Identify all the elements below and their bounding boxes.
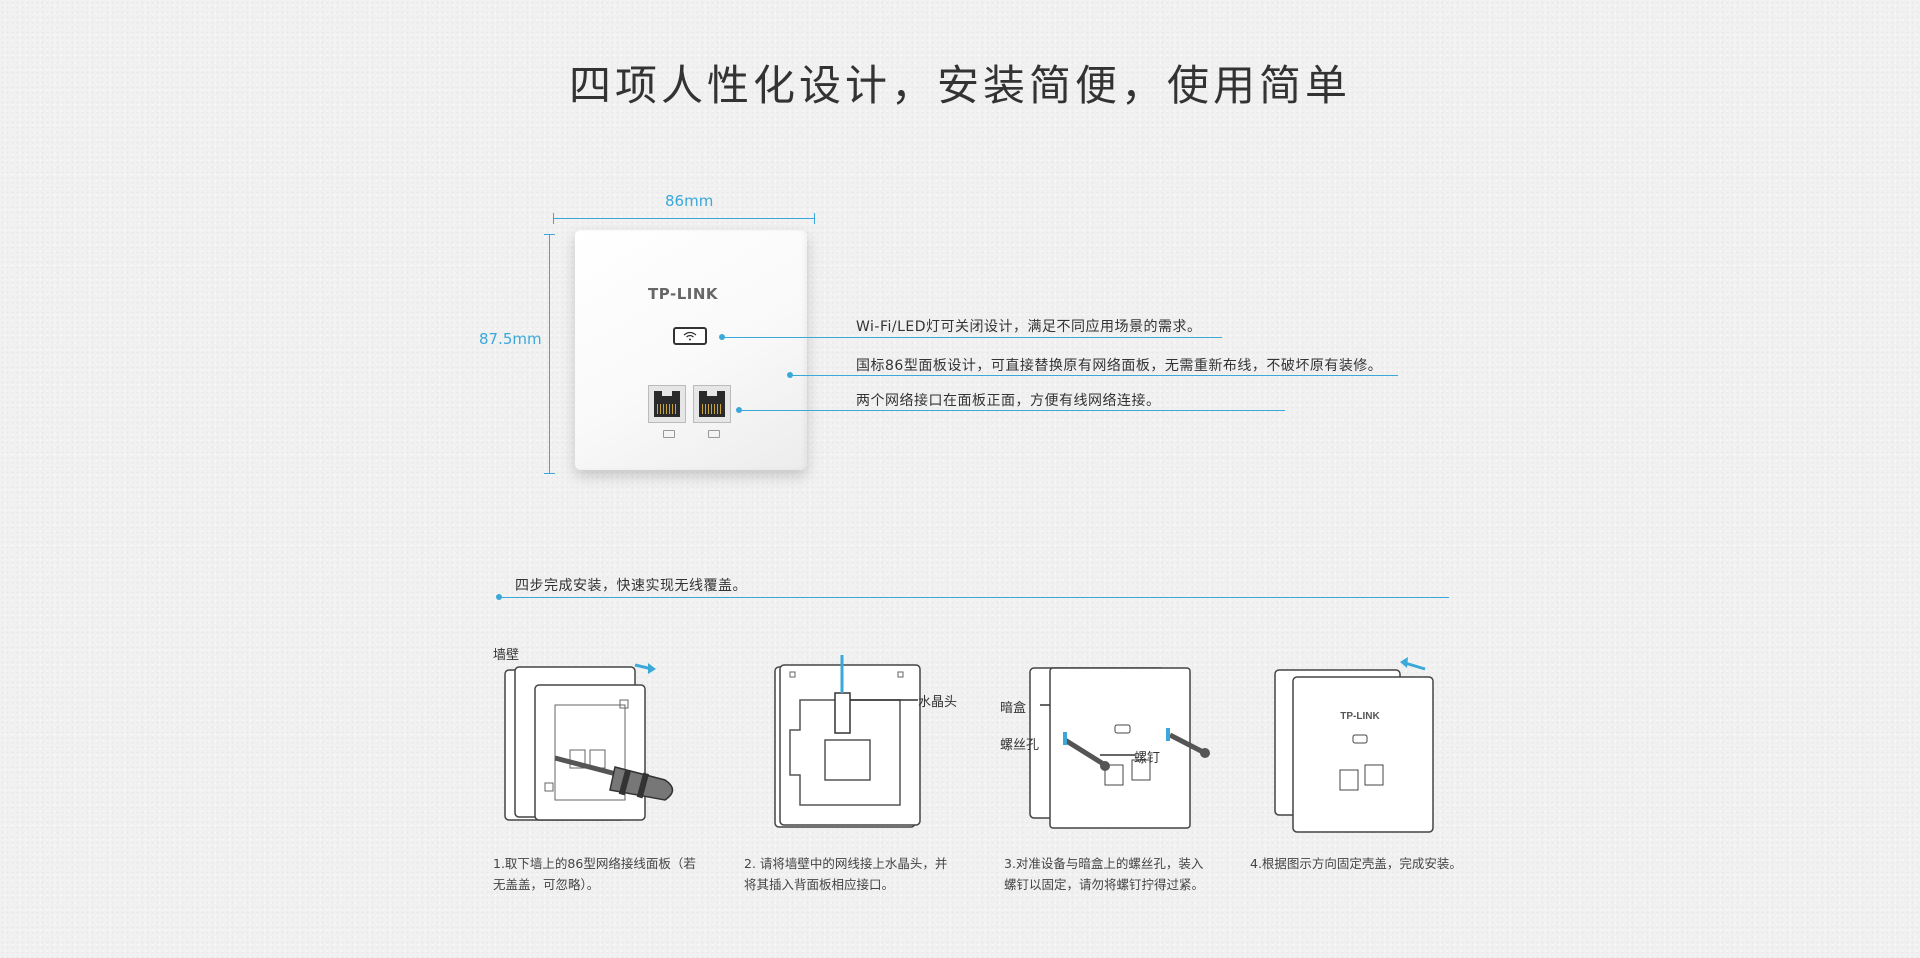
step1-illustration xyxy=(504,663,674,821)
width-dimension-label: 86mm xyxy=(665,192,714,210)
step4-brand-logo: TP-LINK xyxy=(1340,711,1380,722)
screw-hole-label: 螺丝孔 xyxy=(1000,738,1040,753)
height-dimension-tick-top xyxy=(544,234,555,235)
step3-illustration xyxy=(1029,667,1210,829)
wifi-led-button xyxy=(673,327,707,345)
screw-label: 螺钉 xyxy=(1134,751,1161,766)
height-dimension-tick-bottom xyxy=(544,473,555,474)
dark-box-label: 暗盒 xyxy=(1000,701,1027,716)
page-title: 四项人性化设计，安装简便，使用简单 xyxy=(568,61,1351,110)
callout-text-wifi-led: Wi-Fi/LED灯可关闭设计，满足不同应用场景的需求。 xyxy=(856,319,1202,335)
brand-logo: TP-LINK xyxy=(648,285,719,303)
step2-illustration xyxy=(774,655,921,828)
crystal-head-label: 水晶头 xyxy=(918,695,958,710)
wifi-icon xyxy=(683,331,697,341)
width-dimension-line xyxy=(553,218,815,219)
callout-line-3 xyxy=(739,410,1285,411)
step1-text: 1.取下墙上的86型网络接线面板（若 无盖盖，可忽略）。 xyxy=(493,856,696,892)
step3-text: 3.对准设备与暗盒上的螺丝孔，装入 螺钉以固定，请勿将螺钉拧得过紧。 xyxy=(1004,856,1205,892)
ethernet-port-2 xyxy=(693,385,731,423)
step2-text: 2. 请将墙壁中的网线接上水晶头，并 将其插入背面板相应接口。 xyxy=(744,856,948,892)
ethernet-port-1 xyxy=(648,385,686,423)
lan-port-icon xyxy=(663,430,675,438)
callout-line-1 xyxy=(722,337,1222,338)
height-dimension-label: 87.5mm xyxy=(479,330,542,348)
wall-label: 墙壁 xyxy=(493,648,520,663)
install-heading: 四步完成安装，快速实现无线覆盖。 xyxy=(515,578,747,594)
install-heading-line xyxy=(499,597,1449,598)
callout-text-ports: 两个网络接口在面板正面，方便有线网络连接。 xyxy=(856,393,1161,409)
height-dimension-line xyxy=(549,234,550,474)
lan-port-icon xyxy=(708,430,720,438)
callout-text-86-panel: 国标86型面板设计，可直接替换原有网络面板，无需重新布线，不破坏原有装修。 xyxy=(856,358,1383,374)
step4-illustration: TP-LINK xyxy=(1274,657,1434,833)
width-dimension-tick-left xyxy=(553,213,554,224)
callout-line-2 xyxy=(790,375,1398,376)
wall-panel-ap-device: TP-LINK xyxy=(575,230,807,470)
width-dimension-tick-right xyxy=(814,213,815,224)
step4-text: 4.根据图示方向固定壳盖，完成安装。 xyxy=(1250,856,1462,871)
